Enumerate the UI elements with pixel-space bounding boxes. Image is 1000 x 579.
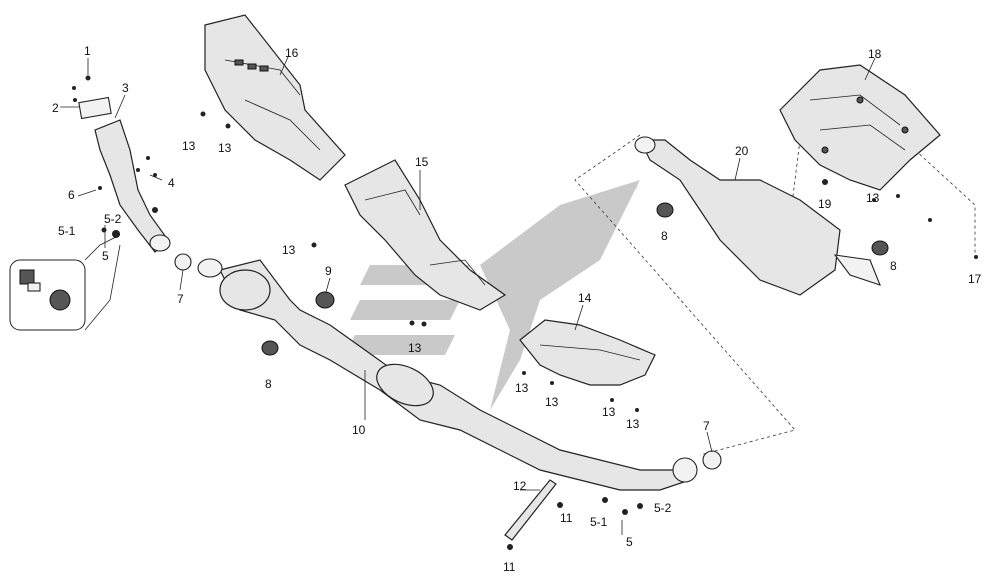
label-18: 18 <box>868 47 882 61</box>
label-17: 17 <box>968 272 982 286</box>
label-8-left: 8 <box>265 377 272 391</box>
hanger-bracket-12 <box>504 479 557 541</box>
label-3: 3 <box>122 81 129 95</box>
label-5-2-right: 5-2 <box>654 501 672 515</box>
heat-shield-16 <box>204 14 346 181</box>
label-10: 10 <box>352 423 366 437</box>
label-20: 20 <box>735 144 749 158</box>
rubber-mount-8a <box>261 340 279 356</box>
label-13-c: 13 <box>282 243 296 257</box>
label-14: 14 <box>578 291 592 305</box>
label-13-g: 13 <box>602 405 616 419</box>
part-labels: 1 2 3 4 6 5-1 5-2 5 7 16 13 13 15 13 9 1… <box>52 44 982 574</box>
label-7-left: 7 <box>177 292 184 306</box>
label-13-d: 13 <box>408 341 422 355</box>
label-13-i: 13 <box>866 191 880 205</box>
label-19: 19 <box>818 197 832 211</box>
label-2: 2 <box>52 101 59 115</box>
main-exhaust-pipe-10 <box>197 258 698 491</box>
label-4: 4 <box>168 176 175 190</box>
heat-shield-15 <box>344 159 507 311</box>
front-pipe-3 <box>78 96 171 253</box>
label-12: 12 <box>513 479 527 493</box>
label-8-right: 8 <box>890 259 897 273</box>
rubber-mount-8c <box>871 240 889 256</box>
label-16: 16 <box>285 46 299 60</box>
label-7-right: 7 <box>703 419 710 433</box>
heat-shield-14 <box>519 319 656 386</box>
label-9: 9 <box>325 264 332 278</box>
rubber-mount-9 <box>315 291 335 309</box>
label-5-1-right: 5-1 <box>590 515 608 529</box>
rubber-mount-8b <box>656 202 674 218</box>
label-1: 1 <box>84 44 91 58</box>
heat-shield-18 <box>779 64 941 191</box>
label-5-2-left: 5-2 <box>104 212 122 226</box>
label-11-upper: 11 <box>560 511 573 525</box>
label-13-b: 13 <box>218 141 232 155</box>
rear-muffler-20 <box>634 136 881 296</box>
label-8-middle: 8 <box>661 229 668 243</box>
brand-logo-watermark <box>345 180 640 410</box>
label-leaders <box>60 56 876 535</box>
bolt-markers <box>72 75 978 550</box>
label-11-lower: 11 <box>503 560 516 574</box>
bolt-nut-detail-icon <box>9 234 121 331</box>
label-5-left: 5 <box>102 249 109 263</box>
label-13-f: 13 <box>545 395 559 409</box>
label-5-1-left: 5-1 <box>58 224 76 238</box>
label-13-a: 13 <box>182 139 196 153</box>
gasket-7-left <box>174 253 192 271</box>
label-15: 15 <box>415 155 429 169</box>
gasket-7-right <box>702 450 722 470</box>
label-6: 6 <box>68 188 75 202</box>
label-13-e: 13 <box>515 381 529 395</box>
label-5-right: 5 <box>626 535 633 549</box>
label-13-h: 13 <box>626 417 640 431</box>
